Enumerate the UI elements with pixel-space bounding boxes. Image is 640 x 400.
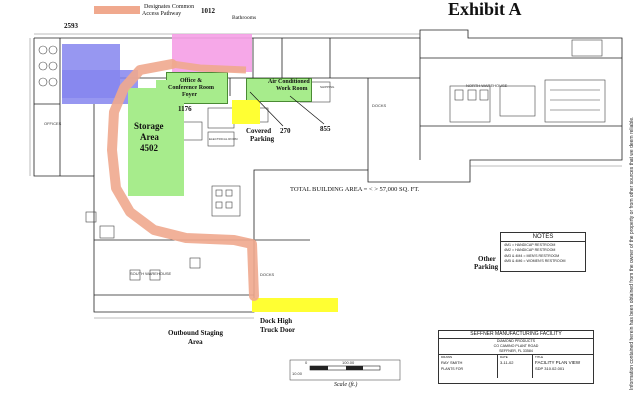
- office-sqft: 1176: [178, 105, 192, 113]
- scale-label: Scale (ft.): [334, 382, 358, 388]
- air-conditioned-label-line2: Work Room: [276, 86, 308, 92]
- title-block-drawn-label: DRAWN: [441, 355, 453, 359]
- building-outline: [33, 29, 623, 313]
- outbound-label-line1: Outbound Staging: [168, 329, 224, 337]
- south-warehouse-label: SOUTH WAREHOUSE: [130, 271, 172, 276]
- covered-parking-sqft: 270: [280, 127, 291, 135]
- title-block-plants: PLANTS FOR: [441, 367, 463, 371]
- bathrooms-sqft: 1012: [201, 7, 215, 15]
- storage-sqft: 4502: [140, 143, 158, 153]
- other-parking-label-line2: Parking: [474, 263, 499, 271]
- offices-label: OFFICES: [44, 121, 62, 126]
- office-label-line2: Conference Room: [168, 85, 215, 91]
- area-storage-upper: [156, 80, 186, 98]
- title-block-date-value: 3-11-02: [500, 360, 514, 365]
- title-block-title-value: FACILITY PLAN VIEW: [535, 360, 581, 365]
- air-conditioned-label-line1: Air Conditioned: [268, 79, 310, 85]
- title-block-company: SEFFNER MANUFACTURING FACILITY: [439, 331, 593, 339]
- scale-tick-left: 10.00: [292, 371, 303, 376]
- docks-top-label: DOCKS: [372, 103, 387, 108]
- legend-swatch: [94, 6, 140, 14]
- storage-label-line1: Storage: [134, 121, 164, 131]
- title-block-file: SDP 310.02.001: [535, 366, 565, 371]
- dock-door-label-line2: Truck Door: [260, 326, 296, 334]
- other-parking-label-line1: Other: [478, 255, 496, 263]
- area-air-conditioned: [246, 78, 312, 102]
- office-label-line3: Foyer: [182, 92, 197, 98]
- total-area-label: TOTAL BUILDING AREA = < > 57,000 SQ. FT.: [290, 186, 420, 193]
- title-block: SEFFNER MANUFACTURING FACILITY DIAMOND P…: [438, 330, 594, 384]
- notes-item: 4M3 & 4M4 = MEN'S RESTROOM: [504, 253, 560, 258]
- notes-box: NOTES 4M1 = HANDICAP RESTROOM 4M2 = HAND…: [500, 232, 586, 272]
- north-warehouse-label: NORTH WAREHOUSE: [466, 83, 508, 88]
- title-block-date-label: DATE: [500, 355, 508, 359]
- scale-tick-0: 0: [305, 360, 308, 365]
- air-conditioned-sqft: 855: [320, 125, 331, 133]
- legend-label-line2: Access Pathway: [142, 11, 182, 17]
- title-block-address: CO CAMINO PLANT ROAD: [493, 344, 539, 348]
- shipping-label: SHIPPING: [320, 85, 335, 89]
- notes-item: 4M5 & 4M6 = WOMEN'S RESTROOM: [504, 259, 566, 264]
- title-block-title-label: TITLE: [535, 355, 544, 359]
- scale-tick-100: 100.00: [342, 360, 355, 365]
- title-block-city: SEFFNER, FL 33584: [439, 349, 593, 355]
- notes-item: 4M2 = HANDICAP RESTROOM: [504, 248, 556, 253]
- side-note: Information contained herein has been ob…: [629, 116, 635, 391]
- docks-bottom-label: DOCKS: [260, 272, 275, 277]
- notes-item: 4M1 = HANDICAP RESTROOM: [504, 243, 556, 247]
- area-dock-door: [252, 298, 338, 312]
- bathrooms-label: Bathrooms: [232, 15, 257, 21]
- outbound-label-line2: Area: [188, 338, 203, 346]
- covered-parking-label-line1: Covered: [246, 127, 272, 135]
- notes-title: NOTES: [501, 233, 585, 242]
- storage-label-line2: Area: [140, 132, 159, 142]
- title-block-products: DIAMOND PRODUCTS: [496, 339, 536, 343]
- office-label-line1: Office &: [180, 78, 203, 84]
- top-left-sqft: 2593: [64, 22, 78, 30]
- area-covered-parking: [232, 100, 260, 124]
- title-block-drawn-value: RAY SMITH: [441, 360, 463, 365]
- legend-label-line1: Designates Common: [144, 4, 195, 10]
- covered-parking-label-line2: Parking: [250, 135, 275, 143]
- area-storage: [128, 88, 184, 196]
- exhibit-title: Exhibit A: [448, 0, 522, 19]
- electrical-room-label: ELECTRICAL ROOM: [209, 137, 238, 141]
- dock-door-label-line1: Dock High: [260, 317, 293, 325]
